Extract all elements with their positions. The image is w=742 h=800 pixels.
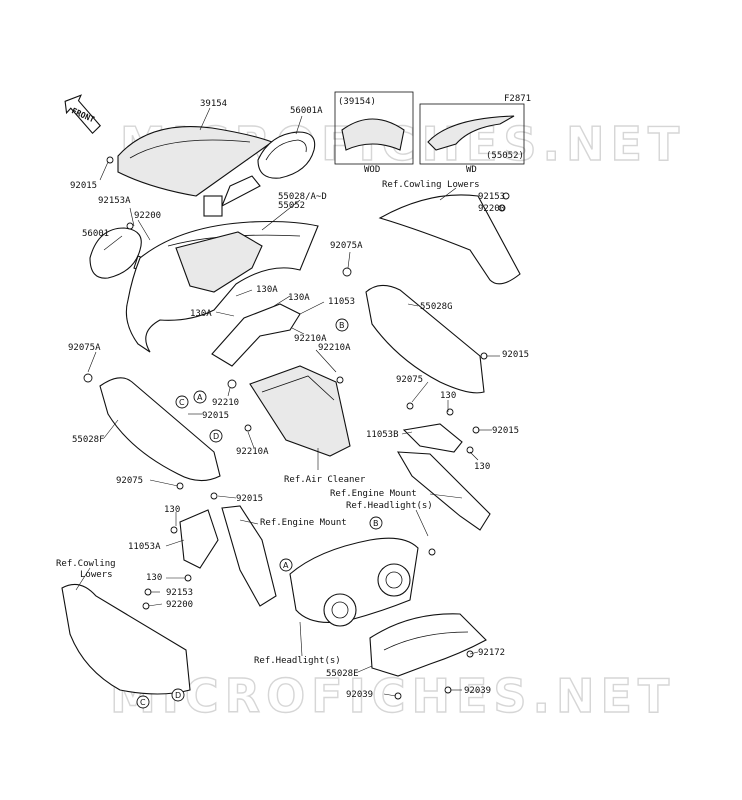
label-130a-a: 130A <box>256 285 278 295</box>
label-39154: 39154 <box>200 99 227 109</box>
label-11053a: 11053A <box>128 542 161 552</box>
label-92210a-a: 92210A <box>294 334 327 344</box>
cowling-lower-right <box>378 194 521 285</box>
label-92210a-b: 92210A <box>318 343 351 353</box>
front-arrow-icon: FRONT <box>64 94 101 135</box>
label-92153-a: 92153 <box>478 192 505 202</box>
callout-b-lower: B <box>369 516 383 530</box>
variant-wod-part: (39154) <box>338 97 376 107</box>
inner-panel <box>175 231 263 293</box>
svg-text:A: A <box>197 393 203 402</box>
label-11053b: 11053B <box>366 430 399 440</box>
label-92172: 92172 <box>478 648 505 658</box>
variant-wd-part: (55052) <box>486 151 524 161</box>
label-92153a: 92153A <box>98 196 131 206</box>
label-92015-b: 92015 <box>502 350 529 360</box>
variant-box-wd: (55052) WD <box>419 103 525 175</box>
cowling-lower-left <box>61 583 191 695</box>
svg-text:B: B <box>339 321 345 330</box>
callout-d-upper: D <box>209 429 223 443</box>
label-ref-engine-mount-right: Ref.Engine Mount <box>330 489 417 499</box>
label-92015-c: 92015 <box>202 411 229 421</box>
label-92039-a: 92039 <box>346 690 373 700</box>
label-92075a-a: 92075A <box>330 241 363 251</box>
label-55028-a-d: 55028/A~D <box>278 192 327 202</box>
svg-text:A: A <box>283 561 289 570</box>
diagram-code: F2871 <box>504 94 531 104</box>
label-92200-c: 92200 <box>166 600 193 610</box>
label-55052: 55052 <box>278 201 305 211</box>
leader-lines <box>75 107 500 697</box>
label-130a-c: 130A <box>190 309 212 319</box>
engine-mount-left <box>221 505 277 607</box>
bracket-11053a <box>179 509 219 569</box>
label-130-b: 130 <box>474 462 490 472</box>
label-130-d: 130 <box>146 573 162 583</box>
label-lowers: Lowers <box>80 570 113 580</box>
label-92039-b: 92039 <box>464 686 491 696</box>
label-130a-b: 130A <box>288 293 310 303</box>
label-55028f: 55028F <box>72 435 105 445</box>
mirror-right <box>203 131 316 217</box>
label-92200-a: 92200 <box>134 211 161 221</box>
variant-wod-label: WOD <box>364 165 380 175</box>
label-92015-e: 92015 <box>236 494 263 504</box>
label-56001: 56001 <box>82 229 109 239</box>
label-ref-cowling-lowers-top: Ref.Cowling Lowers <box>382 180 480 190</box>
windshield <box>117 125 274 197</box>
inner-cover-55028e <box>369 613 487 677</box>
part-labels: 39154 56001A 92015 92153A 92200 56001 55… <box>56 99 529 700</box>
label-92075-b: 92075 <box>116 476 143 486</box>
fasteners <box>83 156 510 700</box>
label-ref-engine-mount-left: Ref.Engine Mount <box>260 518 347 528</box>
label-ref-cowling: Ref.Cowling <box>56 559 116 569</box>
label-55028e: 55028E <box>326 669 359 679</box>
bracket-11053 <box>211 303 301 367</box>
side-panel-55028f <box>99 377 221 482</box>
bracket-11053b <box>402 423 463 453</box>
callout-b-upper: B <box>335 318 349 332</box>
variant-wd-label: WD <box>466 165 477 175</box>
label-92075a-b: 92075A <box>68 343 101 353</box>
label-ref-headlights-bottom: Ref.Headlight(s) <box>254 656 341 666</box>
label-ref-air-cleaner: Ref.Air Cleaner <box>284 475 366 485</box>
label-130-c: 130 <box>164 505 180 515</box>
variant-box-wod: (39154) WOD <box>334 91 414 175</box>
callout-a-upper: A <box>193 390 207 404</box>
label-92015-d: 92015 <box>492 426 519 436</box>
engine-mount-right <box>397 451 491 531</box>
svg-text:C: C <box>140 698 146 707</box>
callout-d-lower: D <box>171 688 185 702</box>
label-92075-a: 92075 <box>396 375 423 385</box>
label-55028g: 55028G <box>420 302 453 312</box>
air-duct <box>249 365 351 457</box>
headlight-assembly <box>289 537 419 627</box>
side-panel-55028g <box>365 284 485 394</box>
label-56001a: 56001A <box>290 106 323 116</box>
label-ref-headlights-top: Ref.Headlight(s) <box>346 501 433 511</box>
svg-text:D: D <box>213 432 219 441</box>
svg-text:D: D <box>175 691 181 700</box>
label-92200-b: 92200 <box>478 204 505 214</box>
callout-c-lower: C <box>136 695 150 709</box>
svg-text:C: C <box>179 398 185 407</box>
callout-c-upper: C <box>175 395 189 409</box>
label-11053: 11053 <box>328 297 355 307</box>
watermark-bottom: MICROFICHES.NET <box>110 669 675 723</box>
label-130-a: 130 <box>440 391 456 401</box>
label-92210: 92210 <box>212 398 239 408</box>
callout-a-lower: A <box>279 558 293 572</box>
label-92153-b: 92153 <box>166 588 193 598</box>
svg-text:B: B <box>373 519 379 528</box>
label-92015-a: 92015 <box>70 181 97 191</box>
label-92210a-c: 92210A <box>236 447 269 457</box>
